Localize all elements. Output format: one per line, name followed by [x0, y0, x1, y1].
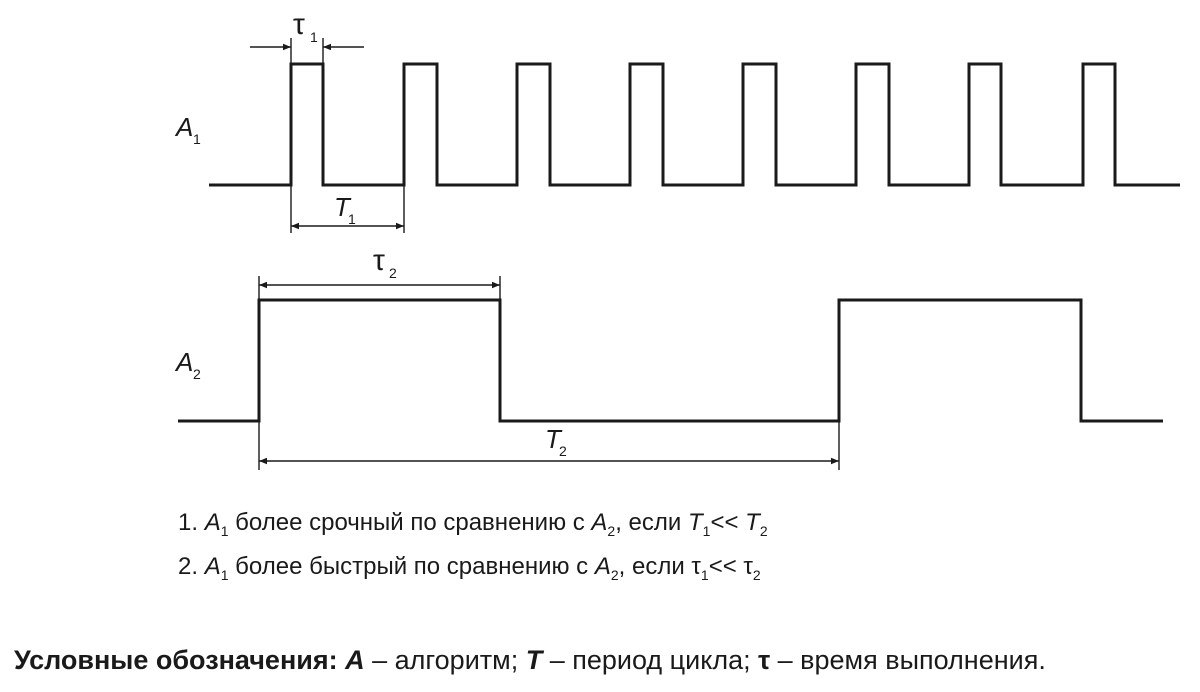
- legend-title: Условные обозначения:: [14, 645, 338, 675]
- t1-label: T: [334, 192, 352, 222]
- symbol-sub: 2: [610, 567, 619, 583]
- symbol-sub: 1: [220, 523, 229, 539]
- a2-label: A: [174, 347, 193, 377]
- symbol-sub: 1: [700, 567, 709, 583]
- a1-waveform: [209, 62, 1180, 187]
- operator: <<: [708, 553, 744, 580]
- condition-text: более срочный по сравнению с: [228, 509, 592, 536]
- symbol-sub: 1: [702, 523, 711, 539]
- a2-label-sub: 2: [193, 366, 201, 382]
- symbol-a: A: [204, 509, 221, 536]
- tau1-label: τ: [293, 8, 305, 41]
- symbol-sub: 2: [759, 523, 768, 539]
- legend-symbol-t: T: [525, 645, 543, 675]
- tau2-label: τ: [373, 244, 385, 277]
- a2-waveform: [178, 298, 1163, 423]
- symbol-t: T: [745, 509, 760, 536]
- operator: <<: [710, 509, 746, 536]
- symbol-t: T: [687, 509, 703, 536]
- symbol-sub: 2: [752, 567, 761, 583]
- legend-text: – алгоритм;: [364, 645, 526, 675]
- a1-label-sub: 1: [193, 131, 201, 147]
- t2-label-sub: 2: [559, 443, 567, 459]
- condition-number: 2.: [178, 553, 199, 580]
- a1-label: A: [174, 112, 193, 142]
- condition-text: более быстрый по сравнению с: [228, 553, 595, 580]
- tau2-label-sub: 2: [389, 265, 397, 281]
- t2-label: T: [545, 424, 563, 454]
- condition-text: , если: [618, 553, 692, 580]
- legend-text: – период цикла;: [542, 645, 759, 675]
- condition-text: , если: [615, 509, 688, 536]
- legend: Условные обозначения: A – алгоритм; T – …: [14, 645, 1046, 676]
- t1-label-sub: 1: [348, 211, 356, 227]
- symbol-a: A: [204, 553, 221, 580]
- conditions-list: 1. A1 более срочный по сравнению с A2, е…: [178, 505, 768, 593]
- condition-item-1: 1. A1 более срочный по сравнению с A2, е…: [178, 505, 768, 549]
- symbol-a: A: [591, 509, 608, 536]
- symbol-a: A: [594, 553, 611, 580]
- condition-number: 1.: [178, 509, 199, 536]
- legend-symbol-tau: τ: [758, 645, 771, 675]
- legend-text: – время выполнения.: [770, 645, 1046, 675]
- legend-symbol-a: A: [345, 645, 365, 675]
- tau1-label-sub: 1: [310, 29, 318, 45]
- symbol-tau: τ: [743, 553, 753, 580]
- symbol-sub: 2: [607, 523, 616, 539]
- symbol-tau: τ: [691, 553, 701, 580]
- condition-item-2: 2. A1 более быстрый по сравнению с A2, е…: [178, 549, 768, 593]
- symbol-sub: 1: [220, 567, 229, 583]
